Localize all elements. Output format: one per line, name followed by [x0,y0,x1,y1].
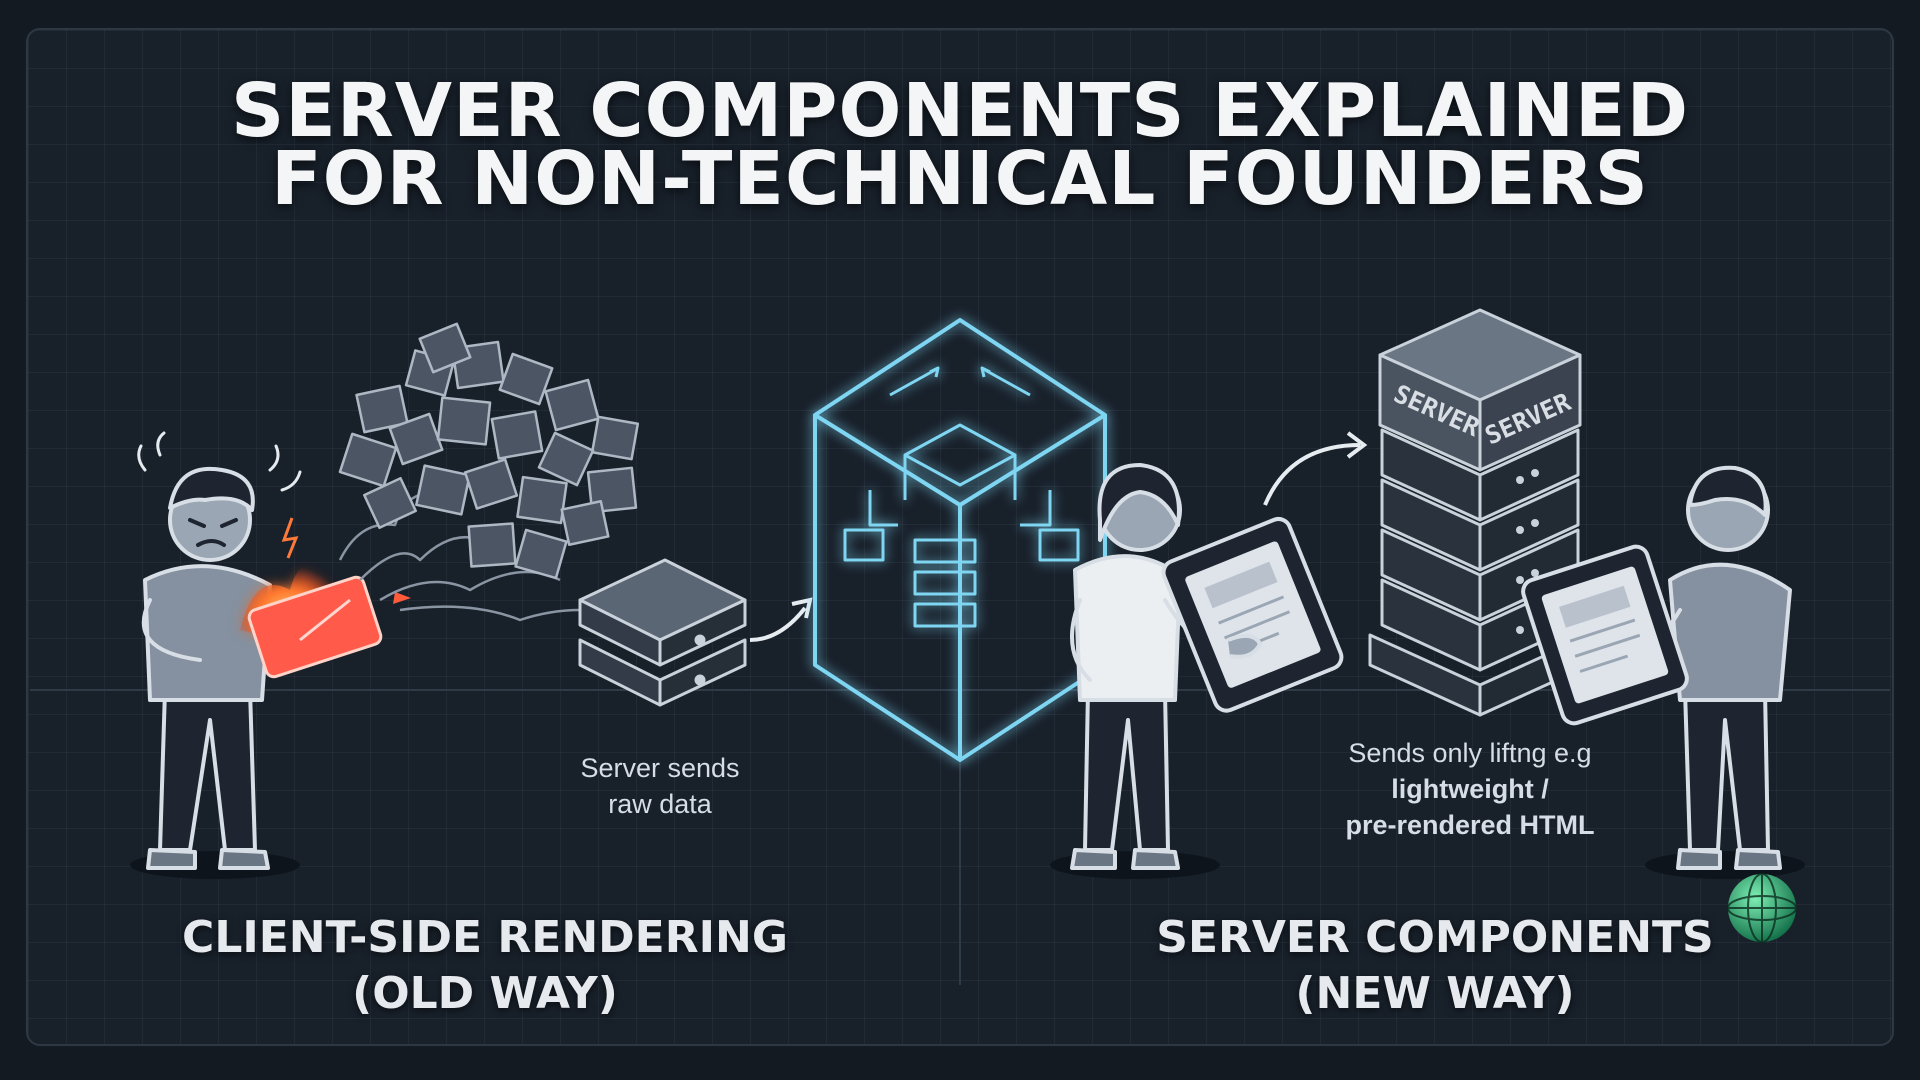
server-components-label: SERVER COMPONENTS (NEW WAY) [1135,910,1735,1022]
client-side-label: CLIENT-SIDE RENDERING (OLD WAY) [150,910,820,1022]
server-components-label-line-2: (NEW WAY) [1295,968,1575,1019]
glowing-cube-icon [813,318,1107,762]
globe-logo-icon [1727,873,1797,943]
small-server-icon [578,558,747,707]
happy-person-icon [1050,463,1242,879]
lightweight-caption-line-2: lightweight / [1391,774,1549,804]
raw-data-caption: Server sends raw data [540,750,780,822]
tablet-with-page-icon-right [1521,544,1689,726]
server-rack-icon [1368,308,1592,717]
lightweight-caption-line-3: pre-rendered HTML [1345,810,1595,840]
frustrated-person-icon [130,431,302,879]
raw-data-arrow [749,606,807,642]
raw-data-caption-line-1: Server sends [580,753,740,783]
raw-data-caption-line-2: raw data [608,789,712,819]
delivery-arrow [1263,443,1361,506]
client-side-label-line-2: (OLD WAY) [352,968,618,1019]
burning-tablet-icon [240,517,411,679]
tablet-with-page-icon-left [1161,516,1344,713]
lightweight-caption-line-1: Sends only liftng e.g [1348,738,1592,768]
server-components-label-line-1: SERVER COMPONENTS [1156,912,1714,963]
data-cube-pile-icon [338,322,641,622]
title-line-2: FOR NON-TECHNICAL FOUNDERS [271,136,1649,222]
viewing-person-icon [1618,465,1805,879]
title-line-1: SERVER COMPONENTS EXPLAINED [230,68,1690,154]
lightweight-caption: Sends only liftng e.g lightweight / pre-… [1300,735,1640,843]
client-side-label-line-1: CLIENT-SIDE RENDERING [182,912,788,963]
